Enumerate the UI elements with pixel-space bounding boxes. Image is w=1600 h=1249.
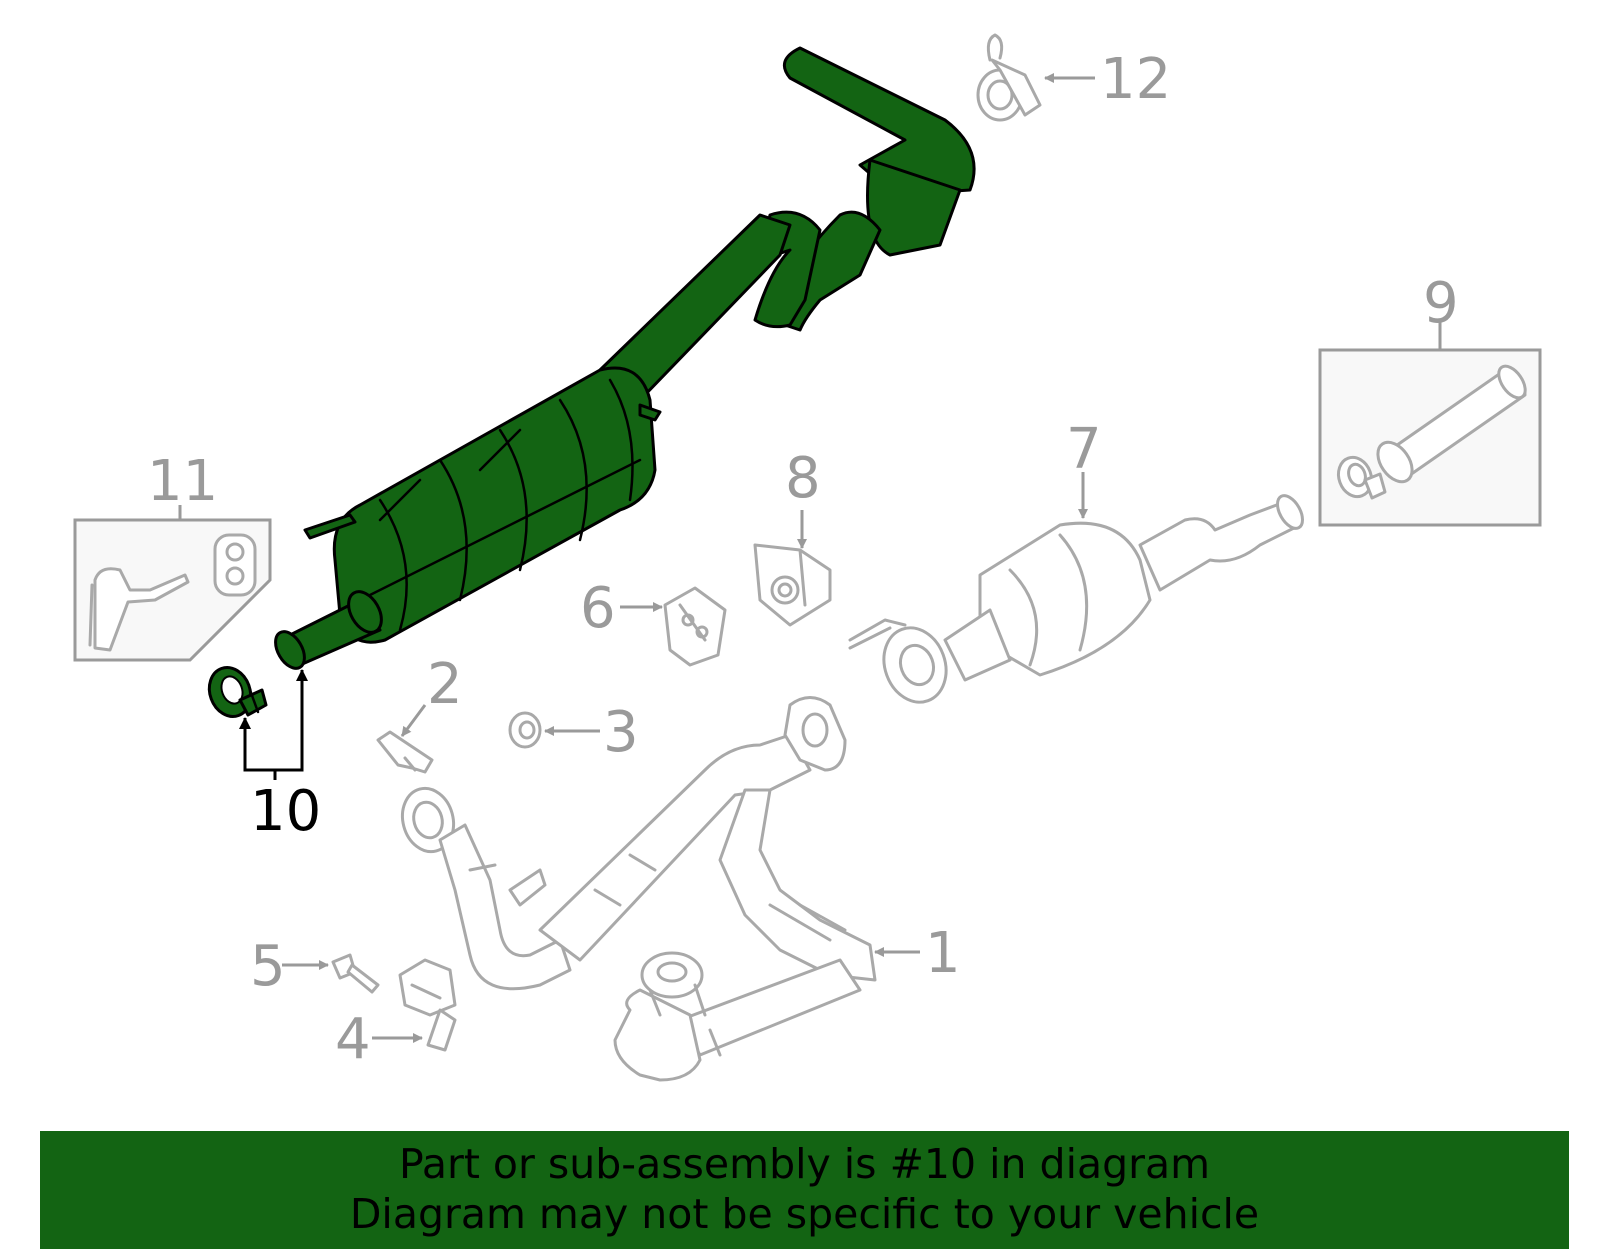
part-8-bracket[interactable] xyxy=(753,543,832,627)
part-7-converter[interactable] xyxy=(848,491,1308,711)
callout-10-label: 10 xyxy=(250,779,321,844)
part-5-stud[interactable] xyxy=(331,953,380,994)
callout-5-label: 5 xyxy=(250,934,286,999)
part-4-insulator[interactable] xyxy=(398,958,457,1052)
part-2-sensor[interactable] xyxy=(376,730,434,774)
banner-line-1: Part or sub-assembly is #10 in diagram xyxy=(398,1140,1211,1188)
callout-8: 8 xyxy=(785,446,821,549)
callout-1: 1 xyxy=(874,921,961,986)
callout-2-label: 2 xyxy=(427,652,463,717)
callout-6: 6 xyxy=(580,576,663,641)
callout-4: 4 xyxy=(335,1007,423,1072)
callout-6-label: 6 xyxy=(580,576,616,641)
callout-2: 2 xyxy=(400,652,463,737)
part-1-front-pipe[interactable] xyxy=(396,696,877,1082)
callout-1-label: 1 xyxy=(925,921,961,986)
callout-7-label: 7 xyxy=(1066,417,1102,482)
callout-11: 11 xyxy=(147,449,218,520)
callout-9: 9 xyxy=(1423,271,1459,350)
part-6-mount[interactable] xyxy=(663,586,727,667)
part-10-muffler-assembly[interactable] xyxy=(203,46,976,723)
callout-8-label: 8 xyxy=(785,446,821,511)
banner-line-2: Diagram may not be specific to your vehi… xyxy=(349,1190,1260,1238)
callout-5: 5 xyxy=(250,934,329,999)
callout-4-label: 4 xyxy=(335,1007,371,1072)
callout-9-label: 9 xyxy=(1423,271,1459,336)
part-9-tip[interactable] xyxy=(1333,362,1530,502)
info-banner: Part or sub-assembly is #10 in diagram D… xyxy=(40,1131,1569,1249)
callout-11-label: 11 xyxy=(147,449,218,514)
part-11-hanger[interactable] xyxy=(88,533,257,652)
callout-10: 10 xyxy=(239,669,321,844)
callout-12: 12 xyxy=(1044,47,1171,112)
part-3-nut[interactable] xyxy=(508,711,542,749)
callout-3-label: 3 xyxy=(603,700,639,765)
callout-7: 7 xyxy=(1066,417,1102,519)
callout-3: 3 xyxy=(544,700,639,765)
part-10-clamp[interactable] xyxy=(203,662,268,723)
callout-12-label: 12 xyxy=(1100,47,1171,112)
part-12-clamp[interactable] xyxy=(976,33,1042,122)
